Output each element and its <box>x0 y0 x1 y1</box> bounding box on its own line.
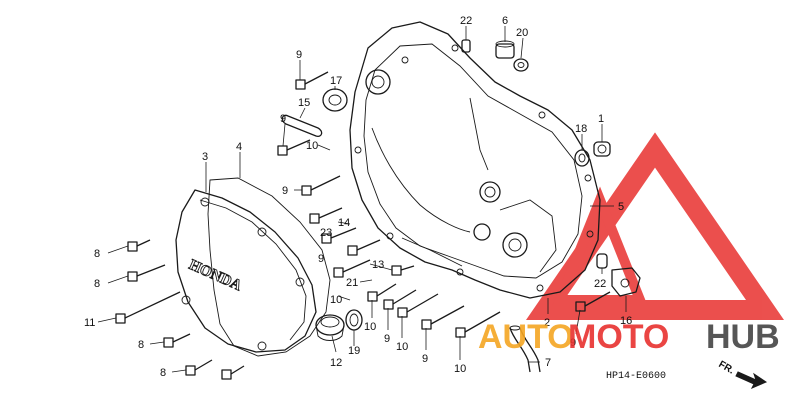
bolt <box>127 239 151 252</box>
plug-6 <box>495 40 515 59</box>
bolt <box>115 291 181 324</box>
callout-9: 9 <box>422 353 428 365</box>
bolt <box>277 139 311 156</box>
callout-8: 8 <box>160 367 166 379</box>
callout-1: 1 <box>598 113 604 125</box>
right-crankcase-cover <box>349 21 601 299</box>
oil-seal-17 <box>322 88 348 112</box>
oil-filler-cap <box>315 314 345 341</box>
collar-1 <box>593 141 611 157</box>
callout-9: 9 <box>282 185 288 197</box>
direction-label: FR. <box>717 359 737 377</box>
watermark-word-hub: HUB <box>706 318 780 356</box>
bolt <box>163 333 191 348</box>
o-ring <box>345 309 363 331</box>
callout-8: 8 <box>138 339 144 351</box>
breather-hose-7 <box>509 325 541 373</box>
callout-14: 14 <box>338 217 350 229</box>
clutch-cover: HONDA <box>175 189 317 353</box>
bolt <box>127 264 166 282</box>
bolt <box>321 227 357 244</box>
link-plate-15 <box>281 114 323 137</box>
callout-8: 8 <box>94 248 100 260</box>
callout-9: 9 <box>296 49 302 61</box>
watermark-word-moto: MOTO <box>568 318 669 356</box>
bolts <box>115 71 611 380</box>
watermark-word-auto: AUTO <box>478 318 574 356</box>
clamp-16 <box>611 267 641 297</box>
bolt <box>309 207 343 224</box>
callout-22: 22 <box>594 278 606 290</box>
bolt <box>397 293 439 318</box>
front-direction-arrow: FR. <box>717 359 768 389</box>
bolt <box>367 283 397 302</box>
diagram-code: HP14-E0600 <box>606 371 666 382</box>
bolt <box>455 311 501 338</box>
watermark-text: AUTO MOTO HUB <box>478 318 780 356</box>
bolt <box>421 305 465 330</box>
callout-12: 12 <box>330 357 342 369</box>
watermark-triangle-small <box>552 186 648 305</box>
callout-6: 6 <box>502 15 508 27</box>
callout-10: 10 <box>330 294 342 306</box>
callout-15: 15 <box>298 97 310 109</box>
cover-gasket <box>207 177 331 357</box>
callout-10: 10 <box>454 363 466 375</box>
leader-lines <box>97 26 627 373</box>
callout-5: 5 <box>618 201 624 213</box>
callout-9: 9 <box>280 113 286 125</box>
bolt <box>333 259 371 278</box>
bolt <box>221 365 245 380</box>
callout-2: 2 <box>544 317 550 329</box>
callout-16: 16 <box>620 315 632 327</box>
watermark-triangle-large <box>525 132 785 320</box>
bolt <box>301 175 341 196</box>
bolt <box>347 239 381 256</box>
callout-20: 20 <box>516 27 528 39</box>
bolt <box>185 359 213 376</box>
callout-10: 10 <box>364 321 376 333</box>
callout-23: 23 <box>320 227 332 239</box>
watermark-logo <box>525 132 785 320</box>
callout-13: 13 <box>372 259 384 271</box>
washer-20 <box>513 58 529 72</box>
callout-21: 21 <box>346 277 358 289</box>
cover-logo: HONDA <box>186 257 244 294</box>
arrow-icon <box>735 371 768 389</box>
callout-10: 10 <box>396 341 408 353</box>
callout-4: 4 <box>236 141 242 153</box>
callouts: 22 6 20 9 17 15 9 10 3 4 9 18 1 5 14 23 … <box>84 15 632 379</box>
callout-9: 9 <box>384 333 390 345</box>
callout-9: 9 <box>318 253 324 265</box>
callout-7: 7 <box>545 357 551 369</box>
callout-17: 17 <box>330 75 342 87</box>
callout-11: 11 <box>84 317 95 329</box>
callout-8: 8 <box>94 278 100 290</box>
dowel-pin-22-right <box>596 253 608 269</box>
callout-22: 22 <box>460 15 472 27</box>
callout-9: 9 <box>570 337 576 349</box>
bolt <box>391 265 415 276</box>
callout-18: 18 <box>575 123 587 135</box>
callout-3: 3 <box>202 151 208 163</box>
callout-19: 19 <box>348 345 360 357</box>
bolt <box>575 291 611 312</box>
callout-10: 10 <box>306 140 318 152</box>
seal-18 <box>574 149 590 167</box>
bolt <box>383 289 417 310</box>
bolt <box>295 71 329 90</box>
